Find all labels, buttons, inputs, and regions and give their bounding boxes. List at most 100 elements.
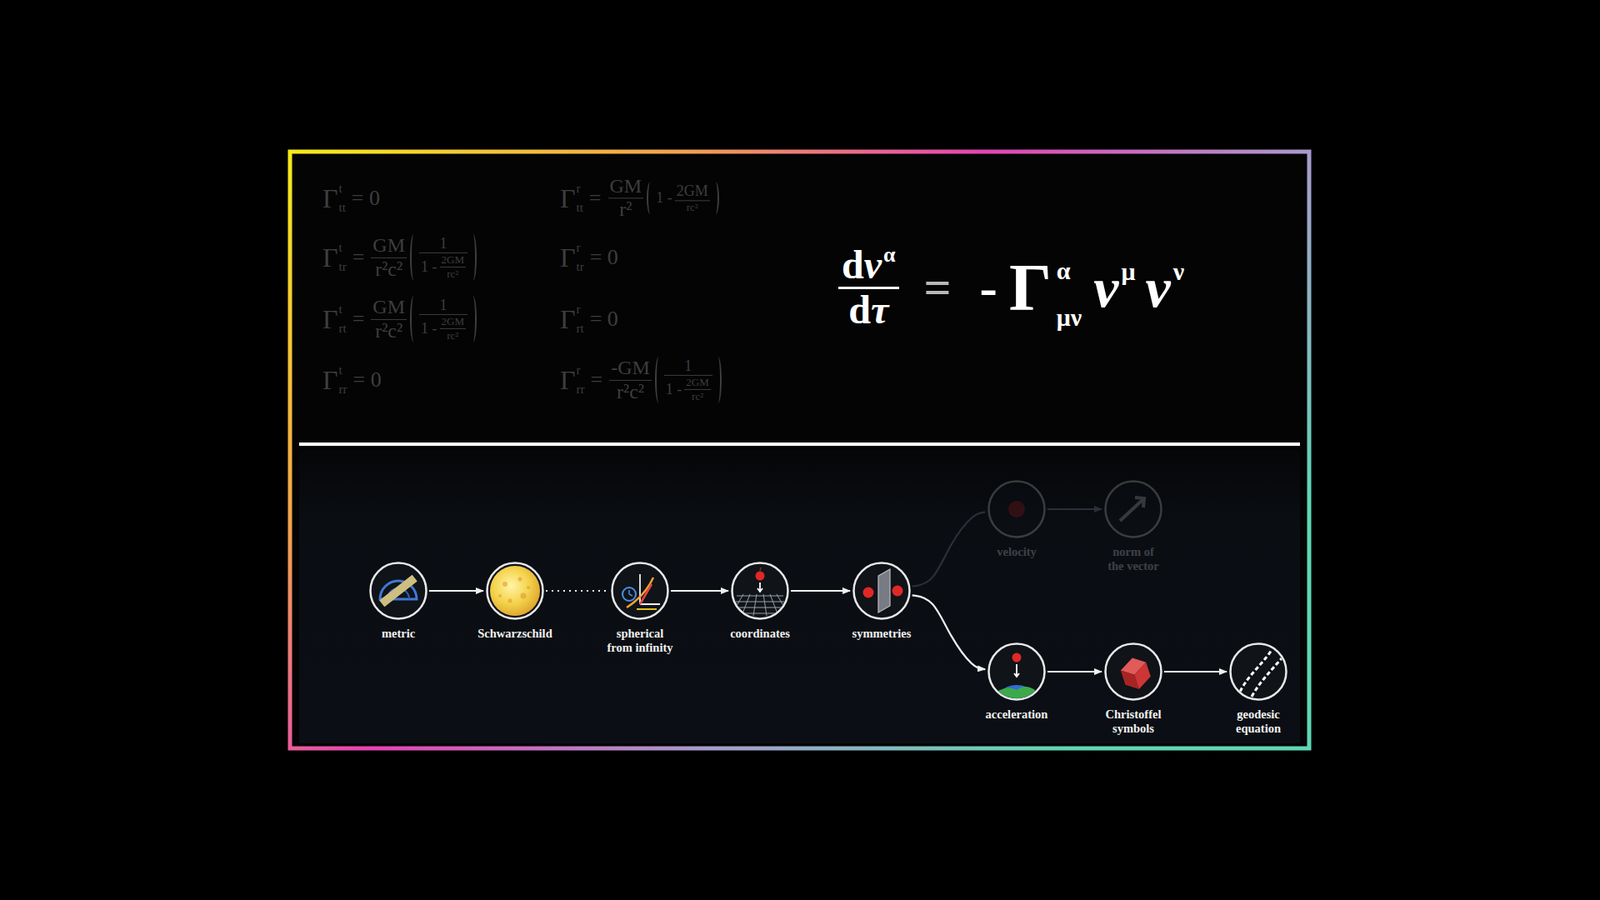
math-symbol: GM bbox=[372, 296, 405, 318]
math-symbol: 1 bbox=[439, 235, 447, 252]
flow-connector bbox=[912, 512, 986, 587]
math-symbol: τ bbox=[870, 290, 889, 330]
bottom-panel bbox=[299, 450, 1300, 744]
math-symbol: 2GM bbox=[685, 376, 709, 389]
icon-part bbox=[520, 593, 527, 600]
index-sub: rt bbox=[576, 322, 585, 335]
math-group: vν bbox=[1145, 259, 1185, 316]
index-sup: μ bbox=[1120, 259, 1135, 285]
math-group: rc² bbox=[684, 389, 710, 402]
parenthesis bbox=[410, 295, 418, 343]
math-group: 11 -2GMrc² bbox=[419, 297, 468, 341]
math-group: ttr bbox=[339, 241, 347, 274]
node-label: Christoffel symbols bbox=[1098, 707, 1169, 735]
node-icon bbox=[369, 561, 428, 620]
step-node: Schwarzschild bbox=[485, 561, 545, 620]
equals-sign: = bbox=[590, 367, 604, 393]
node-label: spherical from infinity bbox=[605, 626, 675, 655]
icon-part bbox=[1251, 658, 1282, 697]
math-symbol: rc² bbox=[446, 329, 459, 341]
icon-part bbox=[629, 590, 633, 596]
math-symbol: 1 bbox=[684, 358, 692, 375]
equals-sign: = bbox=[589, 185, 602, 211]
christoffel-formula: Γtrr= 0 bbox=[322, 364, 389, 396]
math-group: r²c² bbox=[370, 257, 407, 280]
math-group: GM bbox=[370, 296, 407, 320]
index-sub: tt bbox=[576, 201, 584, 215]
math-group: 2GMrc² bbox=[440, 254, 466, 280]
math-group: 11 -2GMrc² bbox=[655, 356, 722, 404]
math-group: 1 1 -2GMrc² bbox=[419, 235, 468, 280]
frame bbox=[290, 151, 1310, 749]
math-group: 1 -2GMrc² bbox=[419, 315, 468, 341]
parenthesis bbox=[655, 356, 663, 404]
node-icon bbox=[1118, 654, 1154, 693]
math-symbol: rc² bbox=[686, 201, 699, 214]
christoffel-formula: Γrrt= 0 bbox=[560, 303, 625, 335]
christoffel-formula: Γrrr=-GMr²c²11 -2GMrc² bbox=[560, 356, 722, 404]
node-icon bbox=[1229, 642, 1288, 701]
node-icon bbox=[379, 575, 418, 608]
icon-part bbox=[892, 585, 904, 597]
icon-part bbox=[622, 587, 636, 601]
math-symbol: r² bbox=[619, 200, 632, 221]
icon-part bbox=[863, 587, 875, 599]
math-group: 1 -2GMrc² bbox=[664, 375, 713, 402]
math-symbol: -GM bbox=[610, 357, 650, 379]
math-group: rc² bbox=[440, 328, 466, 341]
node-icon bbox=[987, 642, 1046, 701]
index-sub: rr bbox=[339, 383, 348, 396]
math-group: 1 bbox=[419, 235, 468, 254]
christoffel-symbol: Γ bbox=[322, 366, 339, 394]
icon-part bbox=[498, 594, 502, 598]
math-group: dvα bbox=[838, 245, 900, 290]
node-label: velocity bbox=[996, 545, 1037, 560]
christoffel-symbol: Γ bbox=[1009, 254, 1052, 321]
math-group: r² bbox=[608, 199, 645, 221]
index-sup: r bbox=[576, 364, 585, 377]
flow-connector bbox=[912, 595, 985, 670]
icon-part bbox=[1118, 654, 1154, 693]
node-label: coordinates bbox=[730, 626, 790, 641]
math-symbol: d bbox=[841, 245, 865, 285]
math-group: GM bbox=[370, 235, 407, 258]
icon-part bbox=[1008, 500, 1025, 518]
icon-part bbox=[626, 577, 654, 608]
icon-part bbox=[991, 685, 1042, 701]
math-group: 1 1 -2GMrc² bbox=[419, 234, 468, 281]
node-icon bbox=[485, 561, 545, 620]
christoffel-formula: Γrtr= 0 bbox=[560, 241, 625, 274]
math-group: 11 -2GMrc² bbox=[410, 295, 477, 343]
index-sub: rt bbox=[339, 322, 347, 335]
icon-part bbox=[490, 565, 540, 616]
step-node: spherical from infinity bbox=[610, 561, 670, 620]
node-label: acceleration bbox=[985, 707, 1049, 722]
equals-zero: = 0 bbox=[590, 306, 619, 332]
christoffel-symbol: Γ bbox=[560, 244, 576, 271]
node-circle bbox=[854, 563, 910, 620]
step-node: norm of the vector bbox=[1104, 480, 1163, 539]
index-sub: rr bbox=[576, 383, 585, 396]
node-icon bbox=[987, 480, 1046, 539]
parenthesis bbox=[469, 234, 477, 281]
node-circle bbox=[1230, 644, 1287, 700]
parenthesis bbox=[711, 181, 720, 215]
equals-sign: = bbox=[352, 306, 365, 332]
node-icon bbox=[490, 565, 540, 616]
node-icon bbox=[610, 561, 670, 620]
node-circle bbox=[612, 563, 669, 620]
math-group: trt bbox=[339, 303, 347, 335]
node-icon bbox=[1008, 500, 1025, 518]
node-icon bbox=[730, 561, 790, 620]
math-group: r²c² bbox=[370, 319, 407, 341]
node-icon bbox=[863, 569, 904, 613]
math-group: 11 -2GMrc² bbox=[664, 356, 713, 404]
index-sup: r bbox=[576, 182, 584, 195]
math-group: 1 -2GMrc² bbox=[420, 254, 466, 280]
christoffel-symbol: Γ bbox=[560, 185, 576, 212]
math-group: trr bbox=[339, 364, 348, 396]
christoffel-formula: Γrtt=GMr²1 -2GMrc² bbox=[560, 175, 720, 220]
